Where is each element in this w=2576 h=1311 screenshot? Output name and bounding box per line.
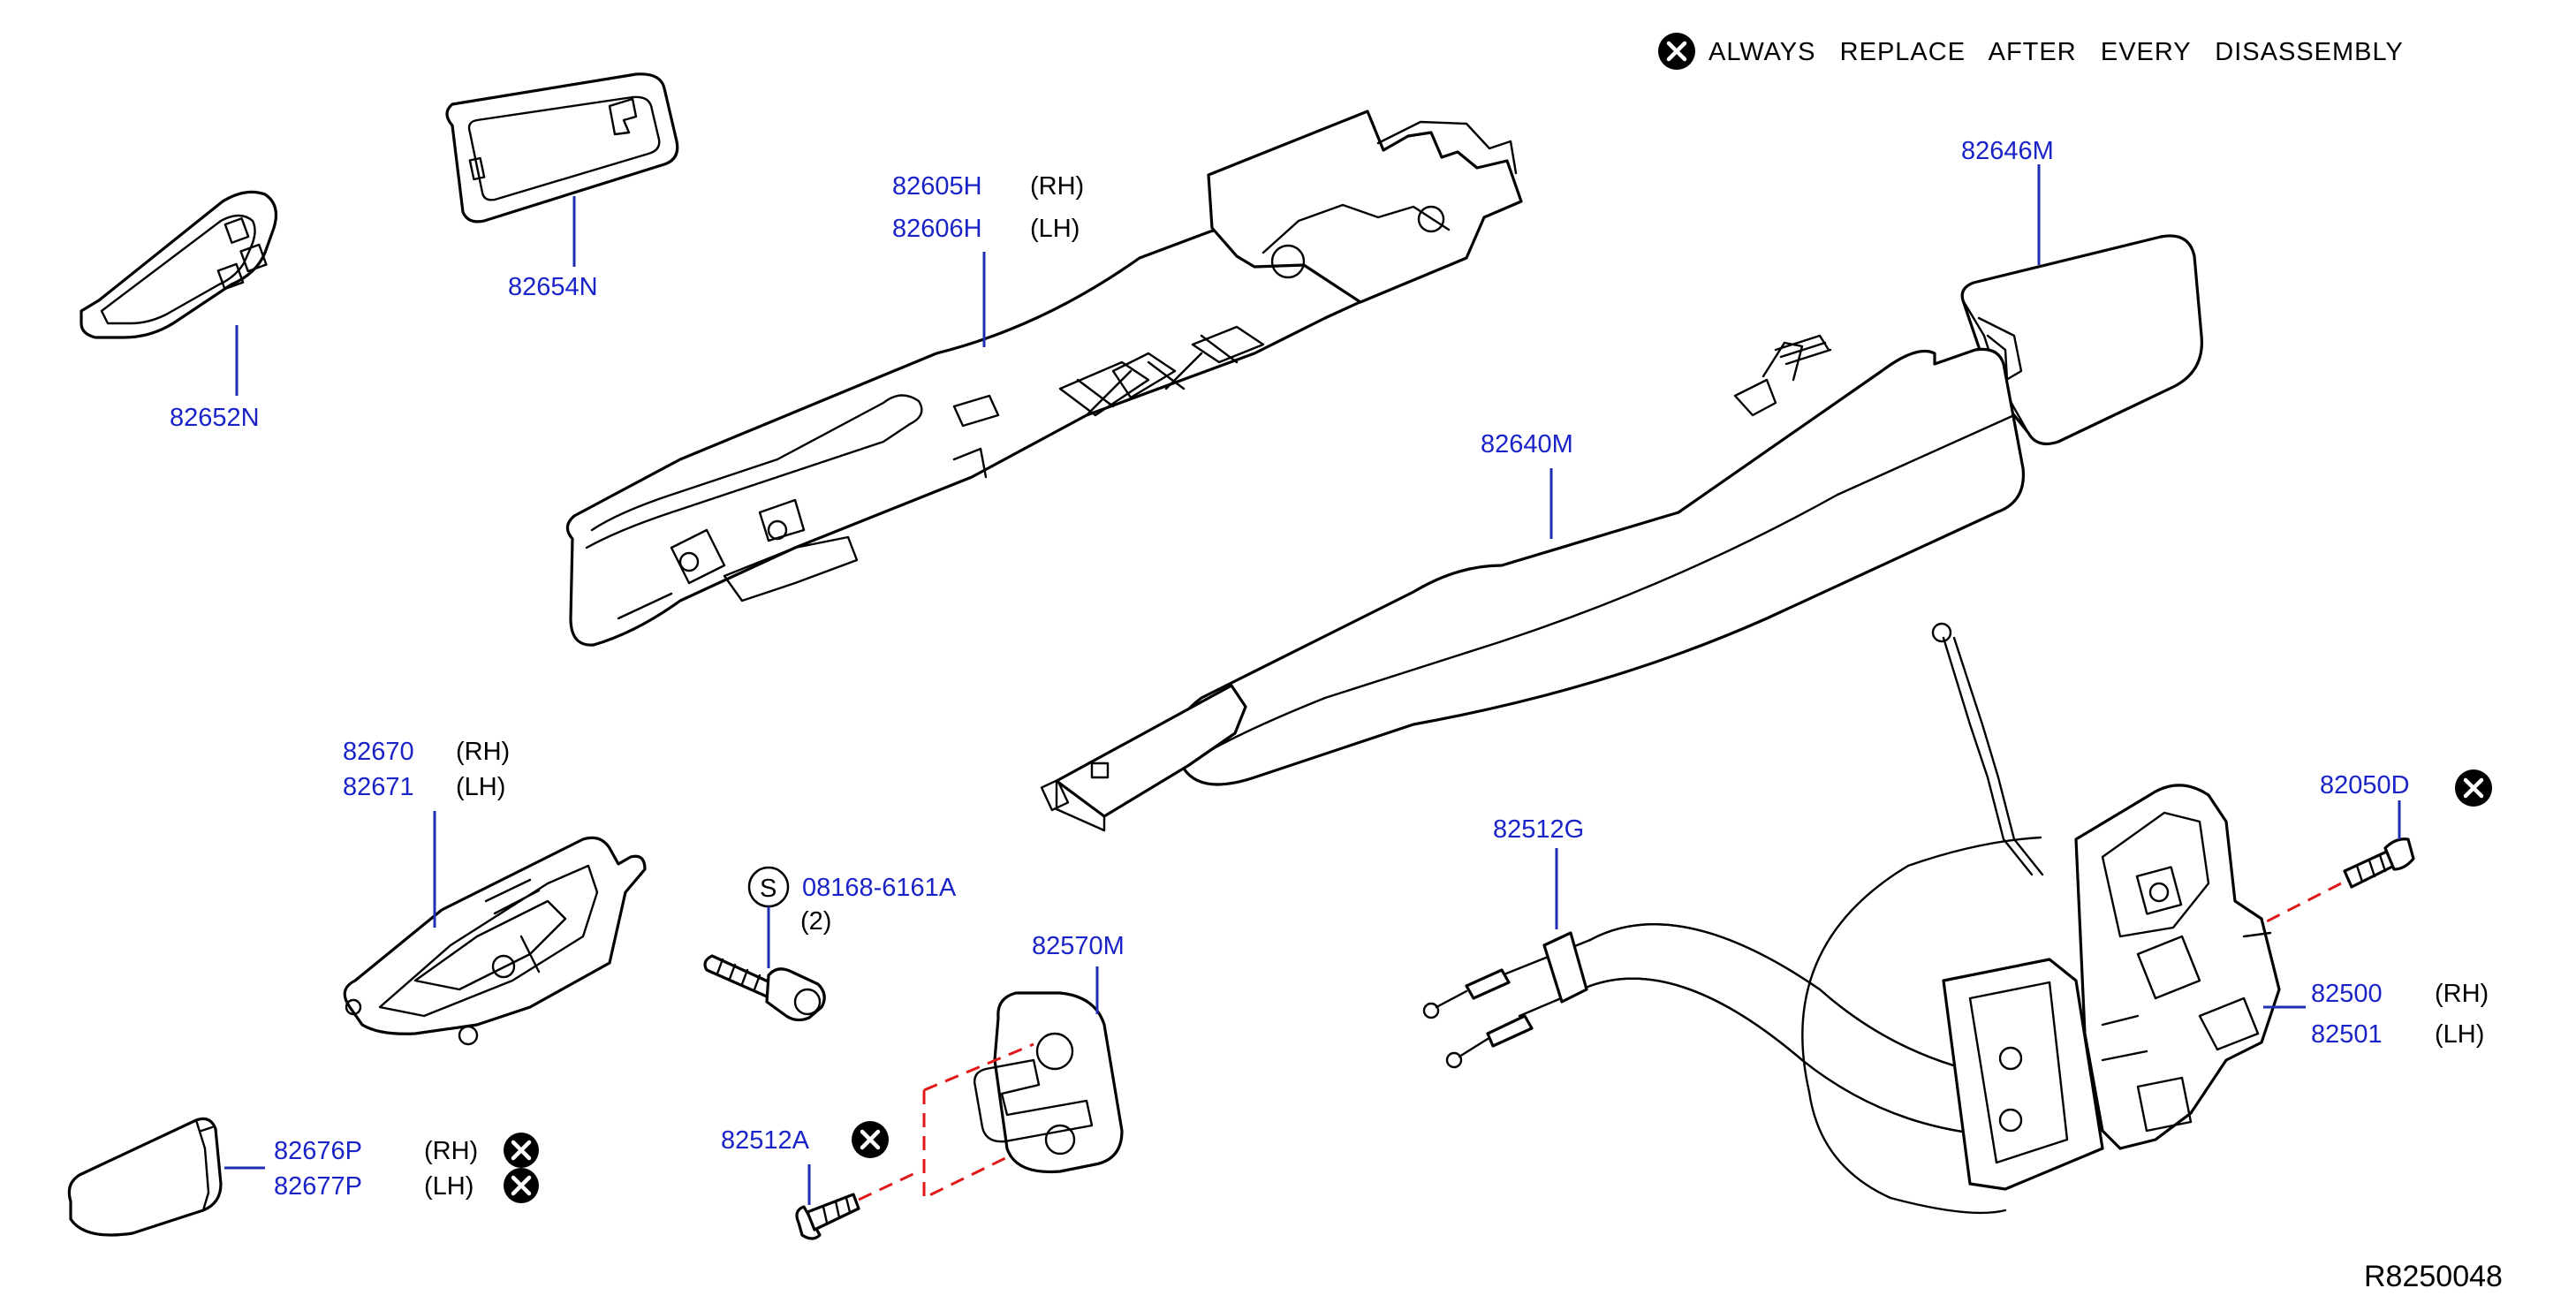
install-guide-line	[858, 1042, 1034, 1201]
callout-82512G: 82512G	[1493, 815, 1584, 929]
part-82605H-drawing	[565, 110, 1523, 647]
part-82512A-drawing	[795, 1193, 860, 1240]
quantity-label: (2)	[800, 907, 831, 936]
part-82676P-drawing	[67, 1117, 223, 1237]
part-82512G-drawing	[1422, 622, 2044, 1215]
x-circle-icon	[2455, 769, 2492, 807]
side-label: (LH)	[2435, 1020, 2484, 1049]
callout-82670: 82670 (RH) 82671 (LH)	[343, 738, 510, 928]
part-number[interactable]: 82671	[343, 773, 414, 801]
side-label: (LH)	[1030, 215, 1080, 243]
x-circle-icon	[852, 1121, 889, 1158]
part-number[interactable]: 82605H	[892, 172, 982, 201]
install-guide-line	[2261, 882, 2342, 926]
x-circle-icon	[1658, 33, 1695, 70]
callout-82676P: 82676P (RH) 82677P (LH)	[224, 1133, 539, 1203]
part-08168-6161A-drawing	[703, 954, 826, 1022]
part-82050D-drawing	[2343, 837, 2415, 889]
part-82670-drawing	[343, 836, 647, 1046]
part-number[interactable]: 82646M	[1961, 137, 2054, 165]
part-82640M-drawing	[1040, 334, 2026, 832]
part-82570M-drawing	[974, 991, 1124, 1174]
part-82654N-drawing	[445, 72, 679, 224]
diagram-reference: R8250048	[2364, 1260, 2503, 1293]
callout-82500: 82500 (RH) 82501 (LH)	[2263, 980, 2489, 1049]
part-number[interactable]: 82640M	[1481, 430, 1573, 458]
callout-82570M: 82570M	[1032, 932, 1125, 1014]
callout-08168-6161A: S 08168-6161A (2)	[747, 866, 957, 968]
supplier-badge-letter: S	[760, 875, 777, 903]
part-number[interactable]: 82670	[343, 738, 414, 766]
callout-82512A: 82512A	[721, 1121, 889, 1205]
part-number[interactable]: 82501	[2311, 1020, 2383, 1049]
legend-note: ALWAYS REPLACE AFTER EVERY DISASSEMBLY	[1708, 38, 2404, 66]
part-82652N-drawing	[80, 190, 277, 339]
part-82500-drawing	[1942, 784, 2281, 1191]
callout-82646M: 82646M	[1961, 137, 2054, 265]
part-number[interactable]: 08168-6161A	[802, 874, 957, 902]
callout-82652N: 82652N	[170, 325, 260, 432]
callout-82605H: 82605H (RH) 82606H (LH)	[892, 172, 1084, 347]
legend: ALWAYS REPLACE AFTER EVERY DISASSEMBLY	[1658, 33, 2404, 70]
x-circle-icon	[504, 1168, 539, 1203]
x-circle-icon	[504, 1133, 539, 1168]
side-label: (RH)	[1030, 172, 1084, 201]
side-label: (RH)	[424, 1137, 478, 1165]
part-number[interactable]: 82652N	[170, 404, 260, 432]
part-number[interactable]: 82500	[2311, 980, 2383, 1008]
callout-82654N: 82654N	[508, 196, 598, 301]
side-label: (LH)	[424, 1172, 474, 1201]
part-number[interactable]: 82606H	[892, 215, 982, 243]
part-number[interactable]: 82512A	[721, 1126, 810, 1155]
part-number[interactable]: 82677P	[274, 1172, 362, 1201]
side-label: (LH)	[456, 773, 505, 801]
part-number[interactable]: 82050D	[2320, 771, 2410, 799]
part-number[interactable]: 82512G	[1493, 815, 1584, 844]
callout-82640M: 82640M	[1481, 430, 1573, 539]
callout-82050D: 82050D	[2320, 769, 2492, 839]
side-label: (RH)	[456, 738, 510, 766]
part-number[interactable]: 82654N	[508, 273, 598, 301]
side-label: (RH)	[2435, 980, 2489, 1008]
part-number[interactable]: 82676P	[274, 1137, 362, 1165]
part-number[interactable]: 82570M	[1032, 932, 1125, 960]
